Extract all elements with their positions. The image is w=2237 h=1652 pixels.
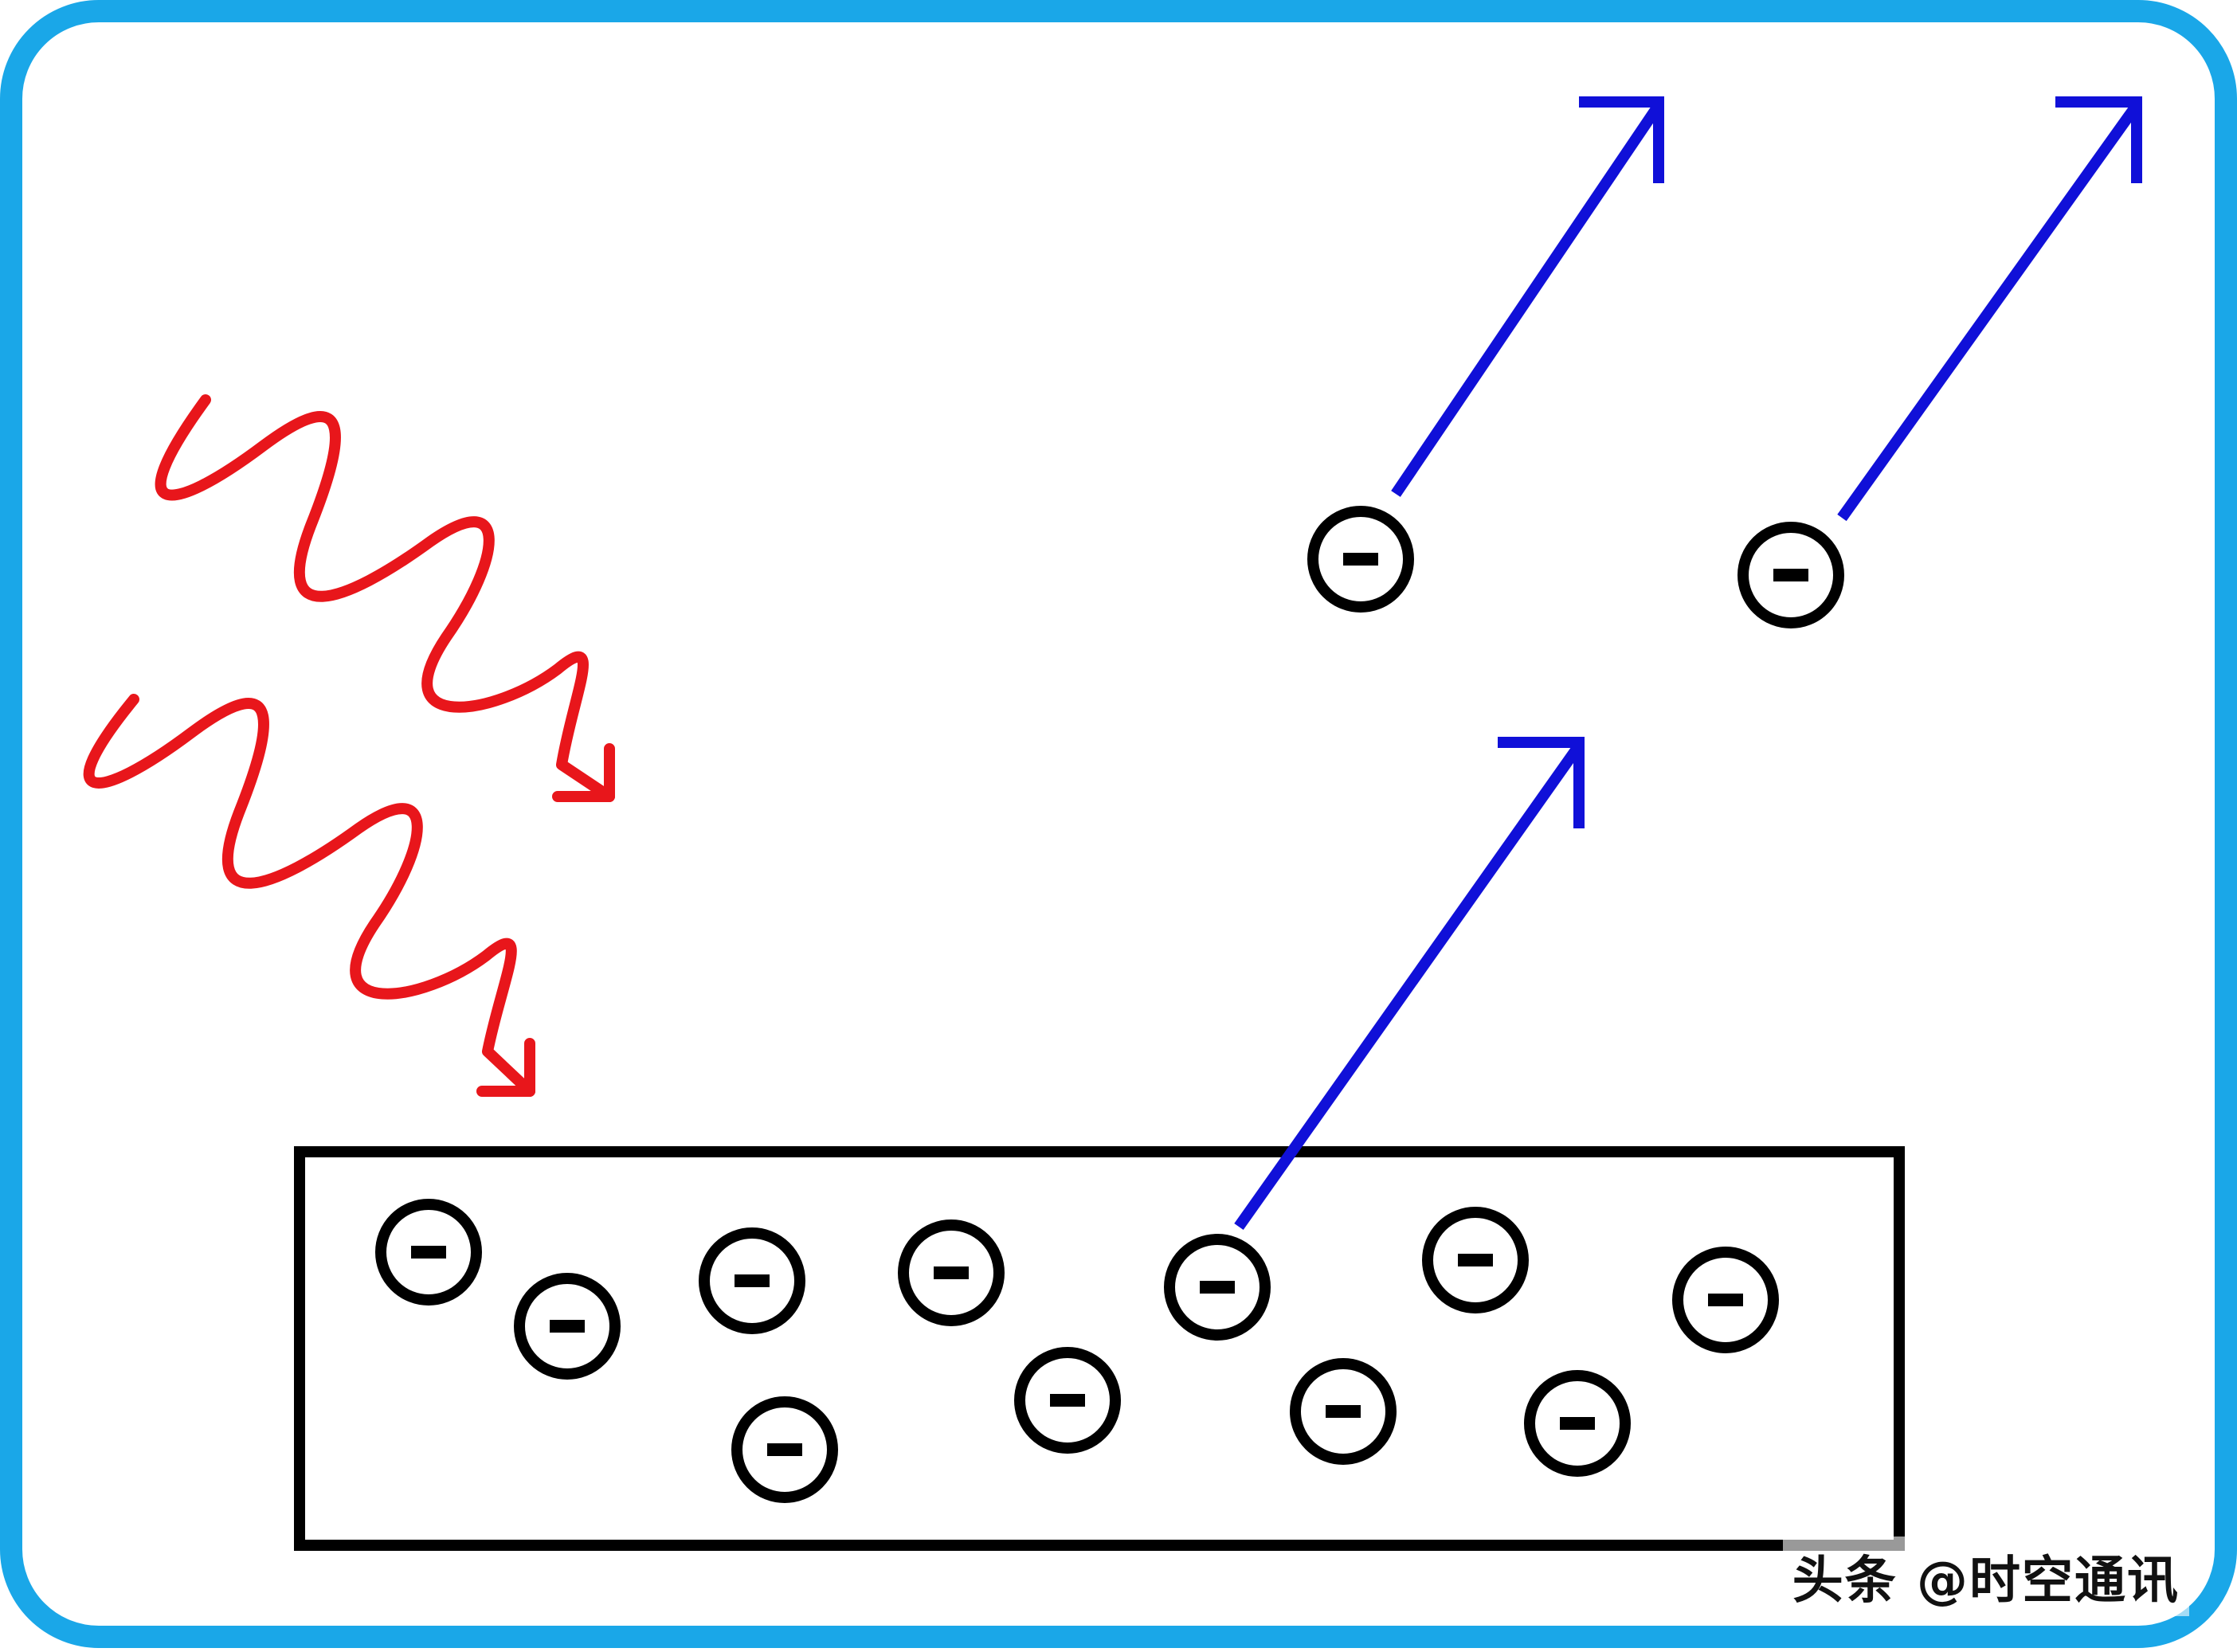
emission-path-1 [1391,96,1664,497]
metal-electron [1014,1347,1121,1454]
emitted-electron [1737,522,1844,628]
metal-electron [1422,1207,1529,1313]
emitted-electron [1307,506,1414,613]
metal-electron [375,1199,482,1306]
metal-electron [514,1273,621,1380]
incoming-photon-1 [155,394,615,802]
metal-electron [699,1227,805,1334]
electrons [375,506,1844,1503]
metal-electron [1164,1234,1271,1341]
metal-electron [1524,1370,1631,1477]
watermark: 头条 @时空通讯 [1782,1537,2189,1616]
emission-path-2 [1837,96,2142,522]
incoming-photon-2 [83,694,535,1097]
metal-electron [1672,1247,1779,1353]
metal-electron [1290,1358,1397,1465]
emission-path-3 [1234,737,1585,1231]
metal-electron [731,1396,838,1503]
metal-electron [898,1219,1005,1326]
